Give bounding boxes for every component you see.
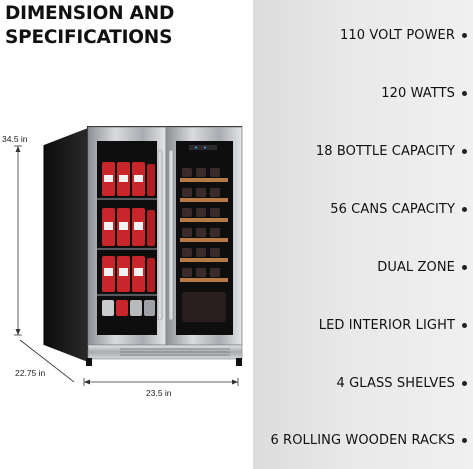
spec-item-wooden-racks: 6 ROLLING WOODEN RACKS (270, 430, 467, 450)
depth-dimension-label: 22.75 in (15, 368, 46, 378)
bullet-icon (462, 264, 467, 270)
wine-racks (180, 168, 228, 322)
spec-item-cans-capacity: 56 CANS CAPACITY (330, 199, 467, 219)
bullet-icon (462, 322, 467, 328)
spec-label: LED INTERIOR LIGHT (318, 317, 455, 333)
bullet-icon (462, 206, 467, 212)
spec-item-watts: 120 WATTS (381, 83, 467, 103)
page-title: DIMENSION AND SPECIFICATIONS (5, 2, 245, 50)
right-handle (168, 149, 174, 321)
can-rows (97, 162, 157, 316)
height-dimension-label: 34.5 in (2, 134, 28, 144)
spec-item-bottle-capacity: 18 BOTTLE CAPACITY (316, 141, 467, 161)
width-dimension-label: 23.5 in (146, 388, 172, 398)
bullet-icon (462, 380, 467, 386)
spec-label: 110 VOLT POWER (340, 27, 455, 43)
cooler-illustration (14, 126, 243, 386)
bullet-icon (462, 437, 467, 443)
title-line-2: SPECIFICATIONS (5, 27, 173, 48)
title-line-1: DIMENSION AND (5, 3, 175, 24)
spec-label: 120 WATTS (381, 85, 455, 101)
left-handle (157, 149, 163, 321)
spec-item-power: 110 VOLT POWER (340, 25, 467, 45)
specifications-panel: 110 VOLT POWER 120 WATTS 18 BOTTLE CAPAC… (253, 0, 473, 469)
spec-label: DUAL ZONE (377, 259, 455, 275)
bullet-icon (462, 90, 467, 96)
spec-item-dual-zone: DUAL ZONE (377, 257, 467, 277)
bullet-icon (462, 148, 467, 154)
spec-label: 18 BOTTLE CAPACITY (315, 143, 455, 159)
dimension-lines (14, 145, 239, 386)
spec-label: 4 GLASS SHELVES (336, 375, 455, 391)
spec-item-led-light: LED INTERIOR LIGHT (319, 315, 467, 335)
spec-label: 6 ROLLING WOODEN RACKS (270, 432, 455, 448)
bullet-icon (462, 32, 467, 38)
spec-item-glass-shelves: 4 GLASS SHELVES (337, 373, 467, 393)
spec-label: 56 CANS CAPACITY (330, 201, 455, 217)
cabinet-side (44, 128, 88, 362)
